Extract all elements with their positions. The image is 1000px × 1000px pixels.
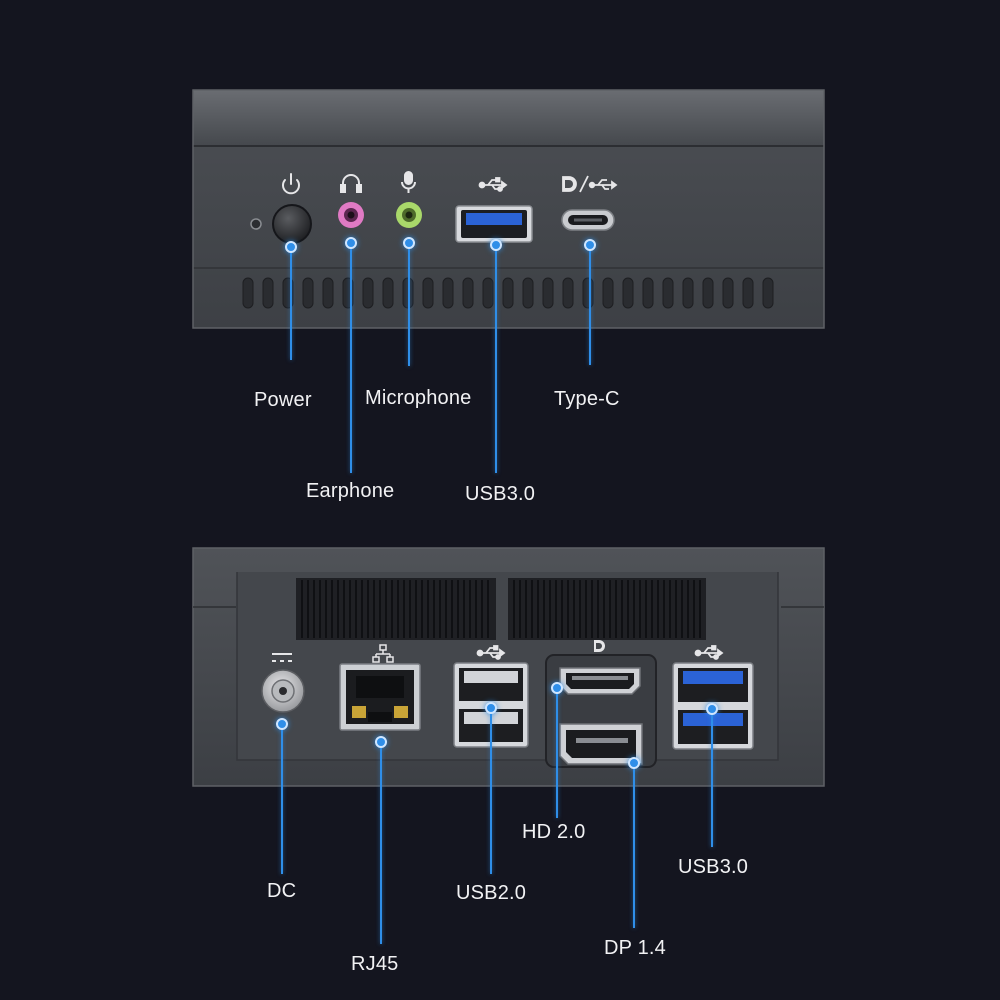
rear-vent-grille-left	[296, 578, 496, 640]
status-led	[250, 218, 262, 230]
usb-icon	[478, 177, 508, 192]
displayport-icon	[594, 640, 605, 652]
usb3-front-leader-line	[495, 245, 497, 473]
microphone-leader-line	[408, 243, 410, 366]
power-icon	[282, 173, 300, 195]
earphone-label: Earphone	[306, 480, 395, 502]
microphone-marker	[403, 237, 415, 249]
hdmi-marker	[551, 682, 563, 694]
dp-leader-line	[633, 766, 635, 928]
hd-label: HD 2.0	[522, 821, 586, 843]
power-button[interactable]	[272, 204, 312, 244]
displayport-usb-icon	[562, 175, 618, 193]
usb3-front-marker	[490, 239, 502, 251]
earphone-leader-line	[350, 243, 352, 473]
headphone-icon	[340, 174, 362, 193]
usb3-rear-leader-line	[711, 712, 713, 847]
dc-leader-line	[281, 726, 283, 874]
ethernet-icon	[372, 644, 394, 663]
power-leader-line	[290, 247, 292, 360]
dp-label: DP 1.4	[604, 937, 666, 959]
power-label: Power	[254, 389, 312, 411]
type-c-port[interactable]	[561, 209, 615, 231]
usb2-marker	[485, 702, 497, 714]
typec-marker	[584, 239, 596, 251]
dp-marker	[628, 757, 640, 769]
typec-label: Type-C	[554, 388, 620, 410]
usb-icon	[476, 645, 506, 660]
displayport-port[interactable]	[559, 723, 643, 765]
hdmi-port[interactable]	[559, 667, 641, 695]
earphone-marker	[345, 237, 357, 249]
microphone-label: Microphone	[365, 387, 472, 409]
rj45-leader-line	[380, 744, 382, 944]
usb3-front-label: USB3.0	[465, 483, 536, 505]
usb2-label: USB2.0	[456, 882, 527, 904]
dc-label: DC	[267, 880, 297, 902]
usb3-rear-marker	[706, 703, 718, 715]
power-marker	[285, 241, 297, 253]
rj45-label: RJ45	[351, 953, 399, 975]
usb2-leader-line	[490, 710, 492, 874]
rear-vent-grille-right	[508, 578, 706, 640]
typec-leader-line	[589, 245, 591, 365]
usb3-rear-label: USB3.0	[678, 856, 749, 878]
microphone-icon	[401, 171, 416, 193]
usb3-front-port[interactable]	[455, 205, 533, 243]
front-vent-slots	[242, 277, 774, 309]
rj45-marker	[375, 736, 387, 748]
hdmi-leader-line	[556, 690, 558, 818]
dc-icon	[272, 653, 292, 662]
rj45-port[interactable]	[339, 663, 421, 731]
usb-icon	[694, 645, 724, 660]
dc-marker	[276, 718, 288, 730]
dc-jack[interactable]	[261, 669, 305, 713]
